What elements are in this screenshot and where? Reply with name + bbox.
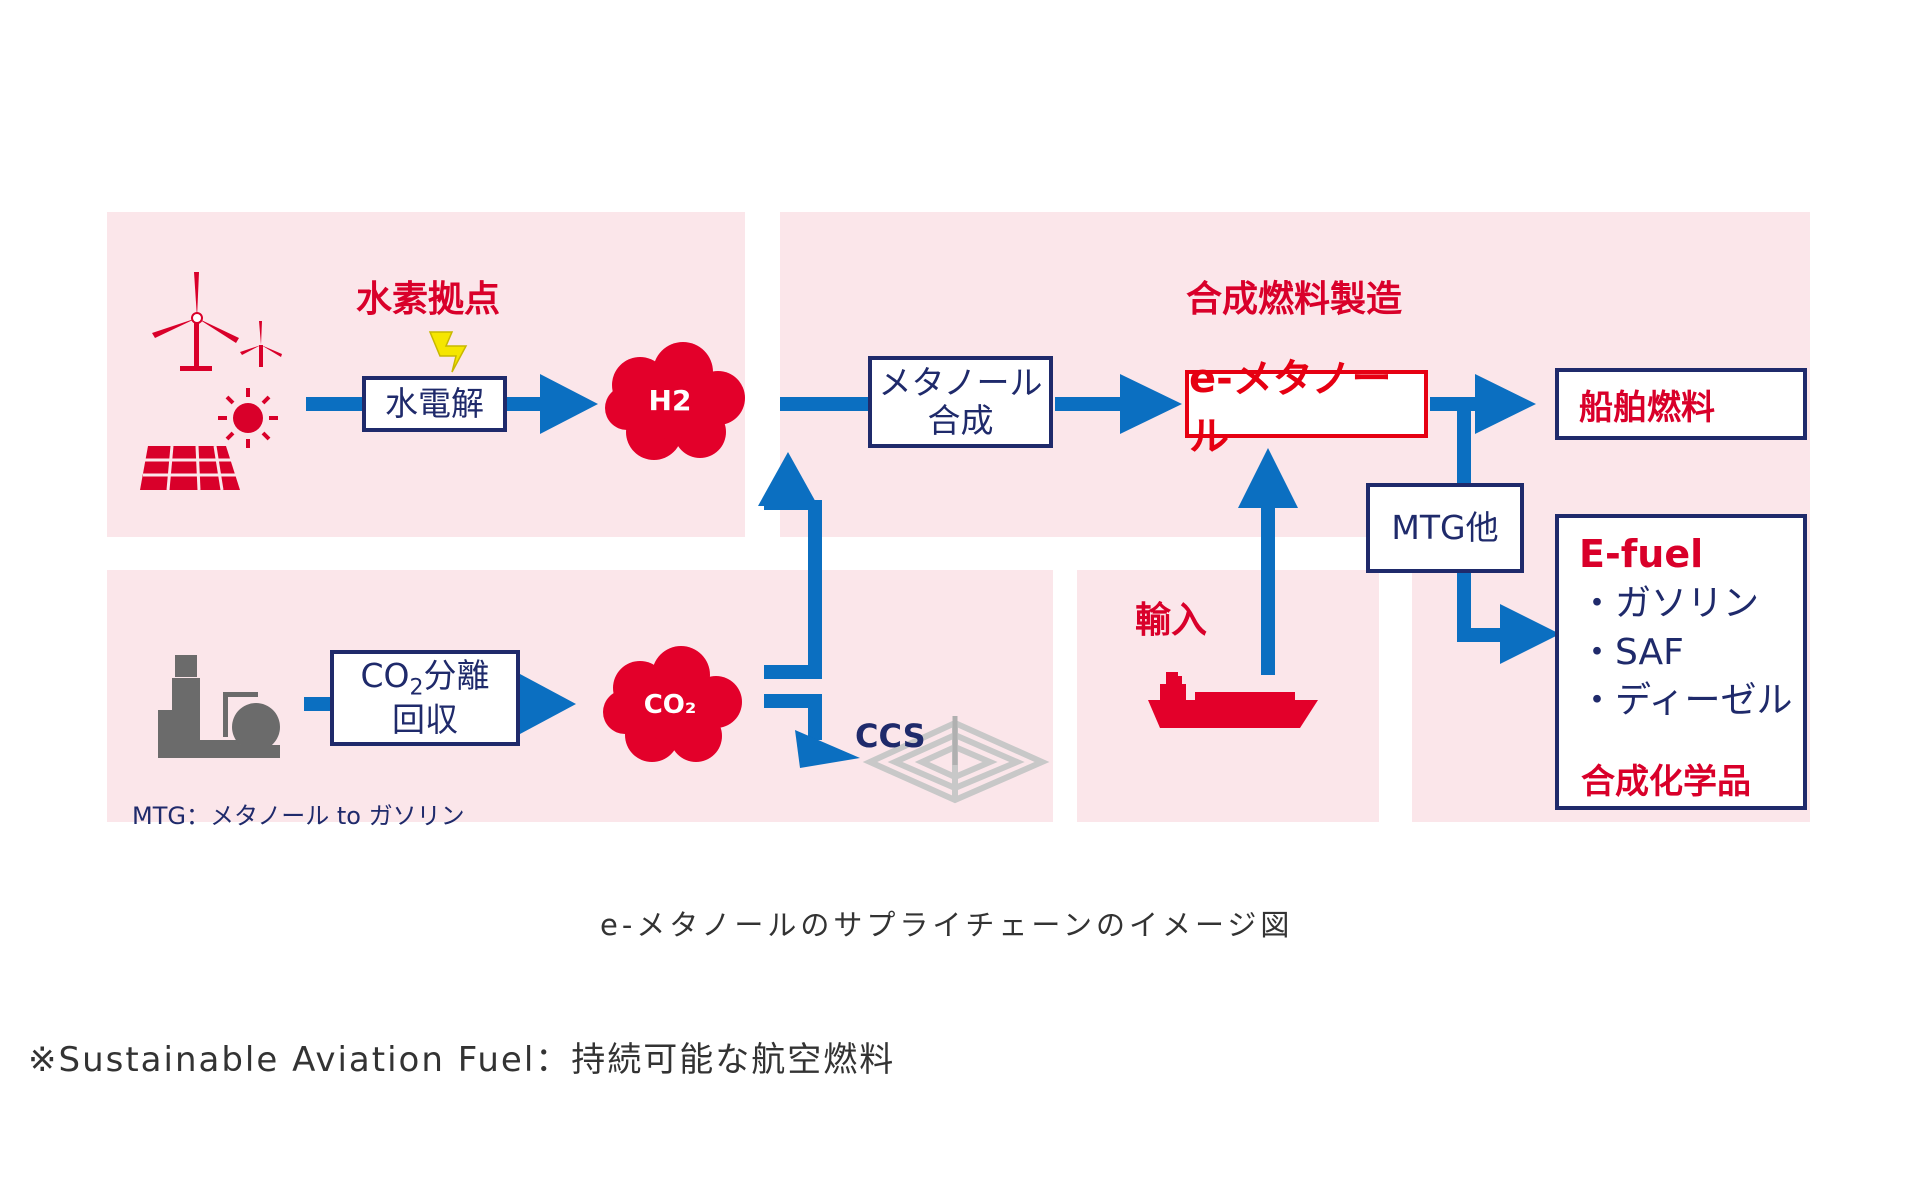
co2-separation-line2: 回収 xyxy=(392,699,458,739)
co2-subscript: 2 xyxy=(409,675,424,701)
methanol-synthesis-box: メタノール 合成 xyxy=(868,356,1053,448)
marine-fuel-label: 船舶燃料 xyxy=(1579,387,1715,428)
electrolysis-box: 水電解 xyxy=(362,376,507,432)
ccs-icon xyxy=(862,716,1050,804)
chemicals-label: 合成化学品 xyxy=(1581,762,1751,802)
e-methanol-box: e-メタノール xyxy=(1185,356,1428,460)
products-box: E-fuel ・ガソリン ・SAF ・ディーゼル 合成化学品 xyxy=(1555,514,1807,810)
efuel-item-diesel: ・ディーゼル xyxy=(1579,680,1793,722)
co2-prefix: CO xyxy=(360,656,410,696)
e-methanol-label: e-メタノール xyxy=(1189,356,1392,460)
efuel-item-gasoline: ・ガソリン xyxy=(1579,583,1760,624)
ship-icon xyxy=(1148,672,1318,728)
co2-suffix: 分離 xyxy=(423,656,490,696)
co2-separation-box: CO2分離 回収 xyxy=(330,650,520,746)
co2-cloud-label: CO₂ xyxy=(643,690,697,720)
wind-turbine-icon xyxy=(152,272,282,371)
efuel-title: E-fuel xyxy=(1579,532,1704,576)
co2-cloud-icon xyxy=(603,646,742,762)
factory-icon xyxy=(158,655,280,758)
electrolysis-label: 水電解 xyxy=(385,384,484,424)
mtg-other-box: MTG他 xyxy=(1366,483,1524,573)
solar-panel-icon xyxy=(140,445,240,491)
co2-separation-line1: CO2分離 xyxy=(360,657,489,701)
mtg-other-label: MTG他 xyxy=(1391,508,1499,548)
methanol-synthesis-line2: 合成 xyxy=(927,401,994,440)
section-title-synthetic-fuel: 合成燃料製造 xyxy=(1186,279,1403,320)
mtg-legend: MTG：メタノール to ガソリン xyxy=(132,802,465,830)
h2-cloud-icon xyxy=(605,342,745,460)
efuel-list: ・ガソリン ・SAF ・ディーゼル xyxy=(1579,580,1792,726)
diagram-caption: e-メタノールのサプライチェーンのイメージ図 xyxy=(600,908,1294,942)
h2-label: H2 xyxy=(648,384,692,417)
panel-co2 xyxy=(107,570,1053,822)
sun-icon xyxy=(218,388,278,448)
methanol-synthesis-line1: メタノール xyxy=(878,363,1043,403)
ccs-label: CCS xyxy=(855,717,926,755)
lightning-icon xyxy=(428,331,468,373)
section-title-hydrogen-hub: 水素拠点 xyxy=(356,279,501,320)
section-title-import: 輸入 xyxy=(1135,600,1208,641)
efuel-item-saf: ・SAF xyxy=(1579,631,1684,673)
marine-fuel-box: 船舶燃料 xyxy=(1555,368,1807,440)
footnote: ※Sustainable Aviation Fuel：持続可能な航空燃料 xyxy=(28,1040,896,1080)
